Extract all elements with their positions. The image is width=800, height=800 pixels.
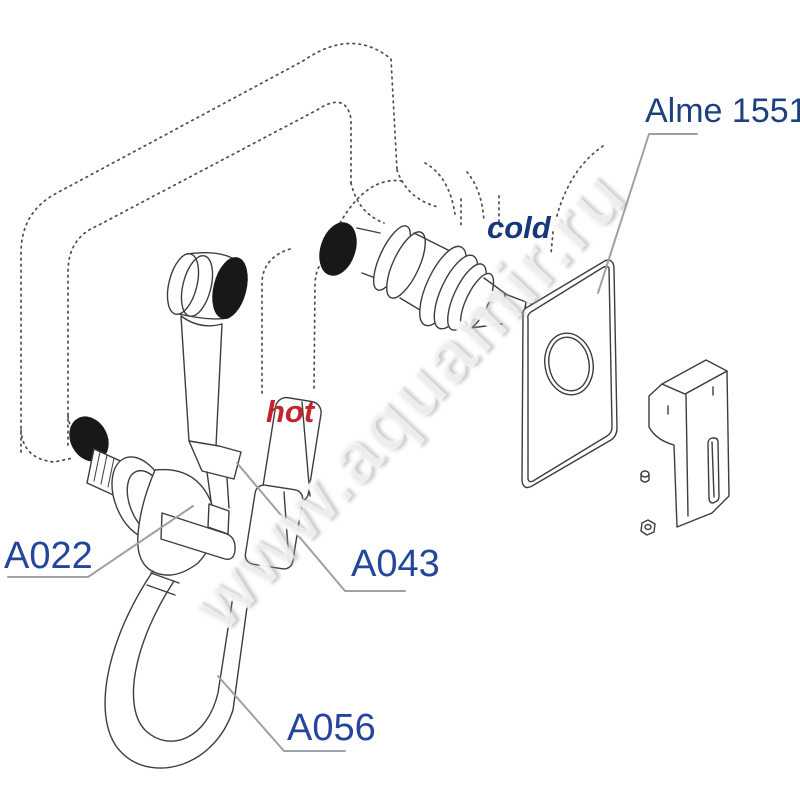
dashed-supply-pipes: [20, 42, 604, 463]
leader-a043: [236, 462, 406, 592]
leader-lines: [7, 133, 698, 752]
cartridge-inlet-opening: [319, 222, 357, 276]
leader-alme: [597, 133, 698, 294]
mixer-cartridge: [319, 222, 546, 332]
handle-lever: [648, 359, 730, 528]
cover-plate: [521, 259, 618, 489]
holder-arm: [160, 512, 236, 560]
part-label-a043: A043: [351, 543, 440, 585]
part-label-a056: A056: [287, 707, 376, 749]
mounting-screws: [640, 470, 656, 536]
shower-handle-tip: [188, 440, 242, 480]
shower-holder-bracket: [244, 396, 322, 570]
shower-handle: [180, 315, 223, 447]
part-label-a022: A022: [4, 535, 93, 577]
shower-hose: [104, 570, 249, 769]
shower-head-face: [212, 257, 248, 319]
leader-a056: [217, 675, 346, 752]
cold-water-label: cold: [487, 210, 551, 245]
hot-water-label: hot: [266, 394, 315, 429]
valve-body-assembly: [86, 448, 236, 596]
product-model-label: Alme 1551: [645, 92, 800, 130]
hand-shower: [166, 251, 248, 509]
leader-a022: [7, 505, 194, 578]
